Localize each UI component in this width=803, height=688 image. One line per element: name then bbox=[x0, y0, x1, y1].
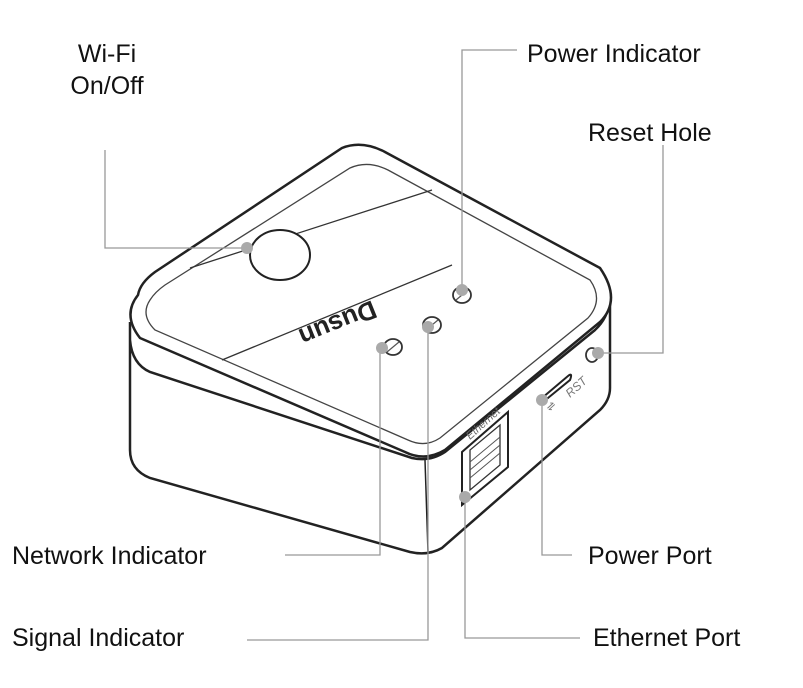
power-port-label: Power Port bbox=[588, 542, 712, 570]
leader-ethernet-port bbox=[464, 498, 580, 639]
dot-network-indicator bbox=[376, 342, 388, 354]
reset-hole-label: Reset Hole bbox=[588, 119, 712, 147]
ethernet-port-icon bbox=[461, 409, 509, 508]
leader-power-port bbox=[541, 402, 572, 556]
wifi-button-icon[interactable] bbox=[249, 229, 311, 281]
leader-power-indicator bbox=[461, 49, 517, 290]
wifi-label-line2: On/Off bbox=[70, 72, 144, 100]
leader-lines bbox=[104, 49, 664, 641]
leader-wifi bbox=[104, 150, 245, 249]
ethernet-port-label: Ethernet Port bbox=[593, 624, 741, 652]
dot-power-port bbox=[536, 394, 548, 406]
power-indicator-label: Power Indicator bbox=[527, 40, 701, 68]
dot-wifi bbox=[241, 242, 253, 254]
leader-signal-indicator bbox=[247, 330, 429, 641]
device-top bbox=[129, 143, 613, 458]
panel-line-upper bbox=[189, 189, 433, 269]
dot-power-indicator bbox=[456, 284, 468, 296]
network-led-mark bbox=[386, 341, 400, 353]
top-bevel bbox=[145, 163, 598, 445]
leader-reset-hole bbox=[598, 145, 664, 354]
leader-network-indicator bbox=[285, 350, 381, 556]
wifi-label-line1: Wi-Fi bbox=[77, 40, 137, 68]
dot-signal-indicator bbox=[422, 321, 434, 333]
device-body bbox=[128, 299, 612, 555]
signal-indicator-label: Signal Indicator bbox=[12, 624, 185, 652]
leader-dots bbox=[241, 242, 604, 503]
dot-ethernet-port bbox=[459, 491, 471, 503]
dot-reset-hole bbox=[592, 347, 604, 359]
wifi-label: Wi-Fi On/Off bbox=[52, 38, 162, 102]
network-indicator-label: Network Indicator bbox=[12, 542, 207, 570]
panel-line-lower bbox=[221, 264, 453, 361]
